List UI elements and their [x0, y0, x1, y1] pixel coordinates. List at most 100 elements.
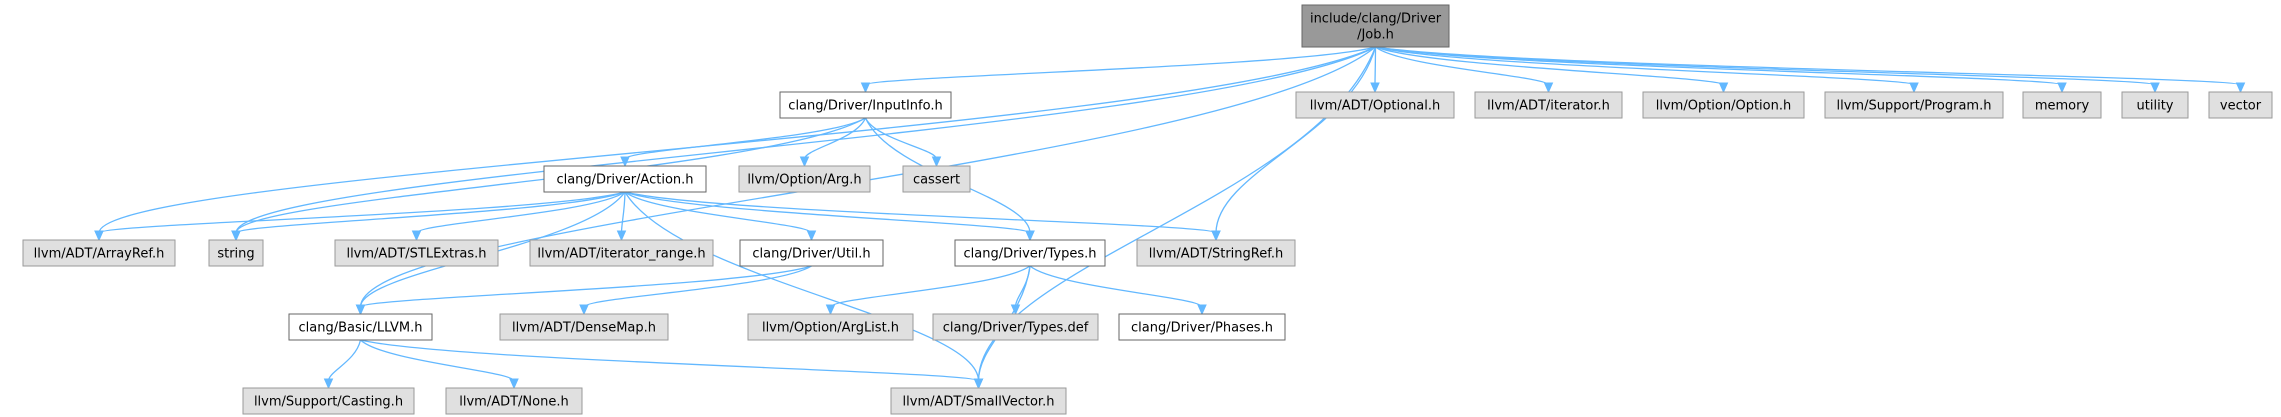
node-densemap: llvm/ADT/DenseMap.h — [499, 313, 669, 341]
node-label-inputinfo: clang/Driver/InputInfo.h — [788, 99, 942, 114]
node-stringref: llvm/ADT/StringRef.h — [1136, 239, 1296, 267]
node-box-arglist — [747, 313, 914, 341]
node-box-casting — [242, 387, 415, 415]
node-box-none — [445, 387, 583, 415]
arrowhead-job-to-option — [1718, 82, 1729, 94]
node-label-util: clang/Driver/Util.h — [752, 247, 870, 262]
node-label-job: include/clang/Driver — [1310, 12, 1442, 27]
node-optional: llvm/ADT/Optional.h — [1295, 91, 1455, 119]
arrowhead-job-to-memory — [2057, 82, 2067, 94]
node-label-phases: clang/Driver/Phases.h — [1131, 321, 1273, 336]
node-phases[interactable]: clang/Driver/Phases.h — [1118, 313, 1286, 341]
node-util[interactable]: clang/Driver/Util.h — [739, 239, 884, 267]
edge-types-to-phases — [1029, 265, 1203, 308]
node-box-vector — [2208, 91, 2273, 119]
node-arg: llvm/Option/Arg.h — [738, 165, 871, 193]
node-vector: vector — [2208, 91, 2273, 119]
edge-action-to-stringref — [624, 191, 1217, 234]
edge-llvmh-to-none — [360, 339, 515, 382]
arrowhead-action-to-util — [806, 230, 817, 242]
edge-job-to-optional — [1374, 46, 1377, 86]
arrowhead-llvmh-to-smallvector — [973, 378, 984, 390]
edge-job-to-program — [1375, 46, 1915, 86]
node-action[interactable]: clang/Driver/Action.h — [543, 165, 707, 193]
arrowhead-job-to-inputinfo — [860, 82, 871, 94]
node-option: llvm/Option/Option.h — [1642, 91, 1805, 119]
node-label-llvmh: clang/Basic/LLVM.h — [299, 321, 423, 336]
arrowhead-inputinfo-to-arg — [799, 156, 810, 168]
node-box-action — [543, 165, 707, 193]
edge-action-to-arrayref — [98, 191, 626, 234]
edge-action-to-smallvector — [624, 191, 980, 382]
node-label-arrayref: llvm/ADT/ArrayRef.h — [34, 247, 165, 262]
arrowhead-job-to-vector — [2235, 82, 2246, 94]
edge-job-to-utility — [1375, 46, 2156, 86]
node-label-arglist: llvm/Option/ArgList.h — [762, 321, 899, 336]
node-label-job: /Job.h — [1357, 28, 1394, 43]
edge-job-to-string — [235, 46, 1376, 234]
edge-action-to-util — [624, 191, 813, 234]
node-box-util — [739, 239, 884, 267]
node-box-optional — [1295, 91, 1455, 119]
arrowhead-job-to-program — [1909, 82, 1919, 94]
arrowhead-action-to-stlextras — [411, 230, 422, 242]
node-label-cassert: cassert — [913, 173, 960, 188]
arrowhead-inputinfo-to-action — [620, 156, 630, 168]
node-label-stlextras: llvm/ADT/STLExtras.h — [346, 247, 486, 262]
node-label-iterrange: llvm/ADT/iterator_range.h — [537, 247, 705, 262]
node-box-llvmh — [288, 313, 433, 341]
arrowhead-action-to-arrayref — [94, 230, 104, 242]
arrowhead-action-to-stringref — [1211, 230, 1221, 242]
node-types[interactable]: clang/Driver/Types.h — [954, 239, 1106, 267]
node-box-arrayref — [22, 239, 176, 267]
node-label-iterator: llvm/ADT/iterator.h — [1487, 99, 1610, 114]
edge-action-to-iterrange — [620, 191, 626, 234]
node-box-densemap — [499, 313, 669, 341]
node-box-typesdef — [932, 313, 1099, 341]
edge-job-to-inputinfo — [864, 46, 1376, 86]
node-label-densemap: llvm/ADT/DenseMap.h — [512, 321, 656, 336]
edge-job-to-vector — [1375, 46, 2242, 86]
node-job[interactable]: include/clang/Driver/Job.h — [1301, 4, 1450, 48]
edge-action-to-types — [624, 191, 1031, 234]
node-label-arg: llvm/Option/Arg.h — [747, 173, 861, 188]
node-box-string — [208, 239, 264, 267]
node-label-none: llvm/ADT/None.h — [459, 395, 568, 410]
node-typesdef: clang/Driver/Types.def — [932, 313, 1099, 341]
node-label-vector: vector — [2220, 99, 2262, 114]
node-label-memory: memory — [2035, 99, 2090, 114]
arrowhead-job-to-utility — [2150, 82, 2160, 94]
node-box-cassert — [902, 165, 971, 193]
node-layer: include/clang/Driver/Job.h clang/Driver/I… — [22, 4, 2273, 415]
node-llvmh[interactable]: clang/Basic/LLVM.h — [288, 313, 433, 341]
node-box-stringref — [1136, 239, 1296, 267]
edge-llvmh-to-casting — [327, 339, 362, 382]
node-label-stringref: llvm/ADT/StringRef.h — [1149, 247, 1283, 262]
edge-job-to-stringref — [1215, 46, 1377, 234]
node-box-smallvector — [890, 387, 1067, 415]
node-cassert: cassert — [902, 165, 971, 193]
node-arglist: llvm/Option/ArgList.h — [747, 313, 914, 341]
arrowhead-action-to-iterrange — [616, 230, 627, 242]
node-box-types — [954, 239, 1106, 267]
arrowhead-util-to-llvmh — [355, 304, 366, 316]
node-label-types: clang/Driver/Types.h — [964, 247, 1097, 262]
edge-job-to-iterator — [1375, 46, 1550, 86]
arrowhead-job-to-optional — [1370, 82, 1380, 94]
node-stlextras: llvm/ADT/STLExtras.h — [334, 239, 499, 267]
node-box-stlextras — [334, 239, 499, 267]
arrowhead-llvmh-to-none — [509, 378, 519, 390]
edge-inputinfo-to-cassert — [864, 117, 938, 160]
node-utility: utility — [2121, 91, 2189, 119]
node-box-iterator — [1474, 91, 1623, 119]
edge-job-to-memory — [1375, 46, 2063, 86]
edge-action-to-stlextras — [415, 191, 626, 234]
node-label-optional: llvm/ADT/Optional.h — [1310, 99, 1441, 114]
node-label-action: clang/Driver/Action.h — [556, 173, 693, 188]
node-inputinfo[interactable]: clang/Driver/InputInfo.h — [779, 91, 952, 119]
edge-action-to-string — [235, 191, 626, 234]
node-iterrange: llvm/ADT/iterator_range.h — [529, 239, 714, 267]
edge-util-to-densemap — [583, 265, 812, 308]
node-none: llvm/ADT/None.h — [445, 387, 583, 415]
